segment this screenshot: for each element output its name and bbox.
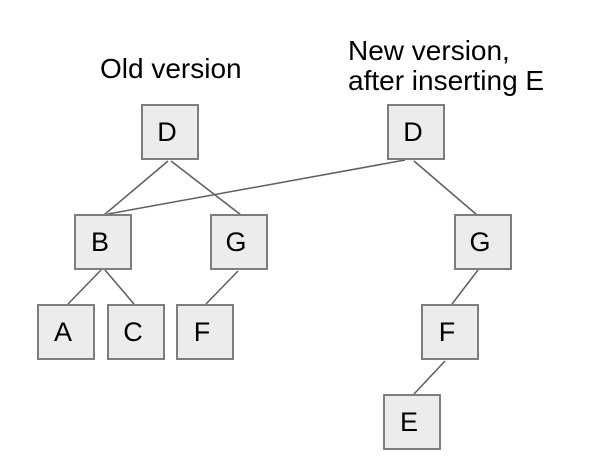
edge-new-d-to-old-b [107, 159, 406, 215]
node-e-label: E [399, 406, 418, 437]
new-version-title-line2: after inserting E [348, 65, 545, 96]
edge-old-b-to-c [104, 269, 135, 305]
node-old-g: G [210, 214, 268, 270]
node-old-d-label: D [157, 116, 177, 147]
new-version-title-line1: New version, [348, 35, 510, 66]
edge-new-f-to-e [413, 360, 446, 395]
node-new-d: D [387, 104, 445, 160]
node-new-d-label: D [403, 116, 423, 147]
edge-old-d-to-old-b [103, 160, 169, 216]
edge-old-g-to-old-f [205, 270, 239, 305]
node-e: E [383, 394, 441, 450]
edge-old-d-to-old-g [170, 160, 242, 216]
node-old-f: F [176, 304, 234, 360]
node-a: A [37, 304, 95, 360]
node-old-b-label: B [90, 226, 109, 257]
node-new-g-label: G [469, 226, 491, 257]
node-old-f-label: F [193, 316, 211, 347]
edge-new-g-to-new-f [451, 269, 479, 305]
node-new-g: G [454, 214, 512, 270]
edge-new-d-to-new-g [413, 160, 478, 216]
node-a-label: A [53, 316, 72, 347]
node-old-g-label: G [225, 226, 247, 257]
old-version-title: Old version [100, 53, 242, 84]
node-old-d: D [141, 104, 199, 160]
node-old-b: B [74, 214, 132, 270]
edge-old-b-to-a [67, 269, 102, 305]
new-version-title: New version, after inserting E [348, 36, 544, 96]
node-new-f-label: F [438, 316, 456, 347]
node-c: C [107, 304, 165, 360]
node-new-f: F [421, 304, 479, 360]
node-c-label: C [123, 316, 143, 347]
